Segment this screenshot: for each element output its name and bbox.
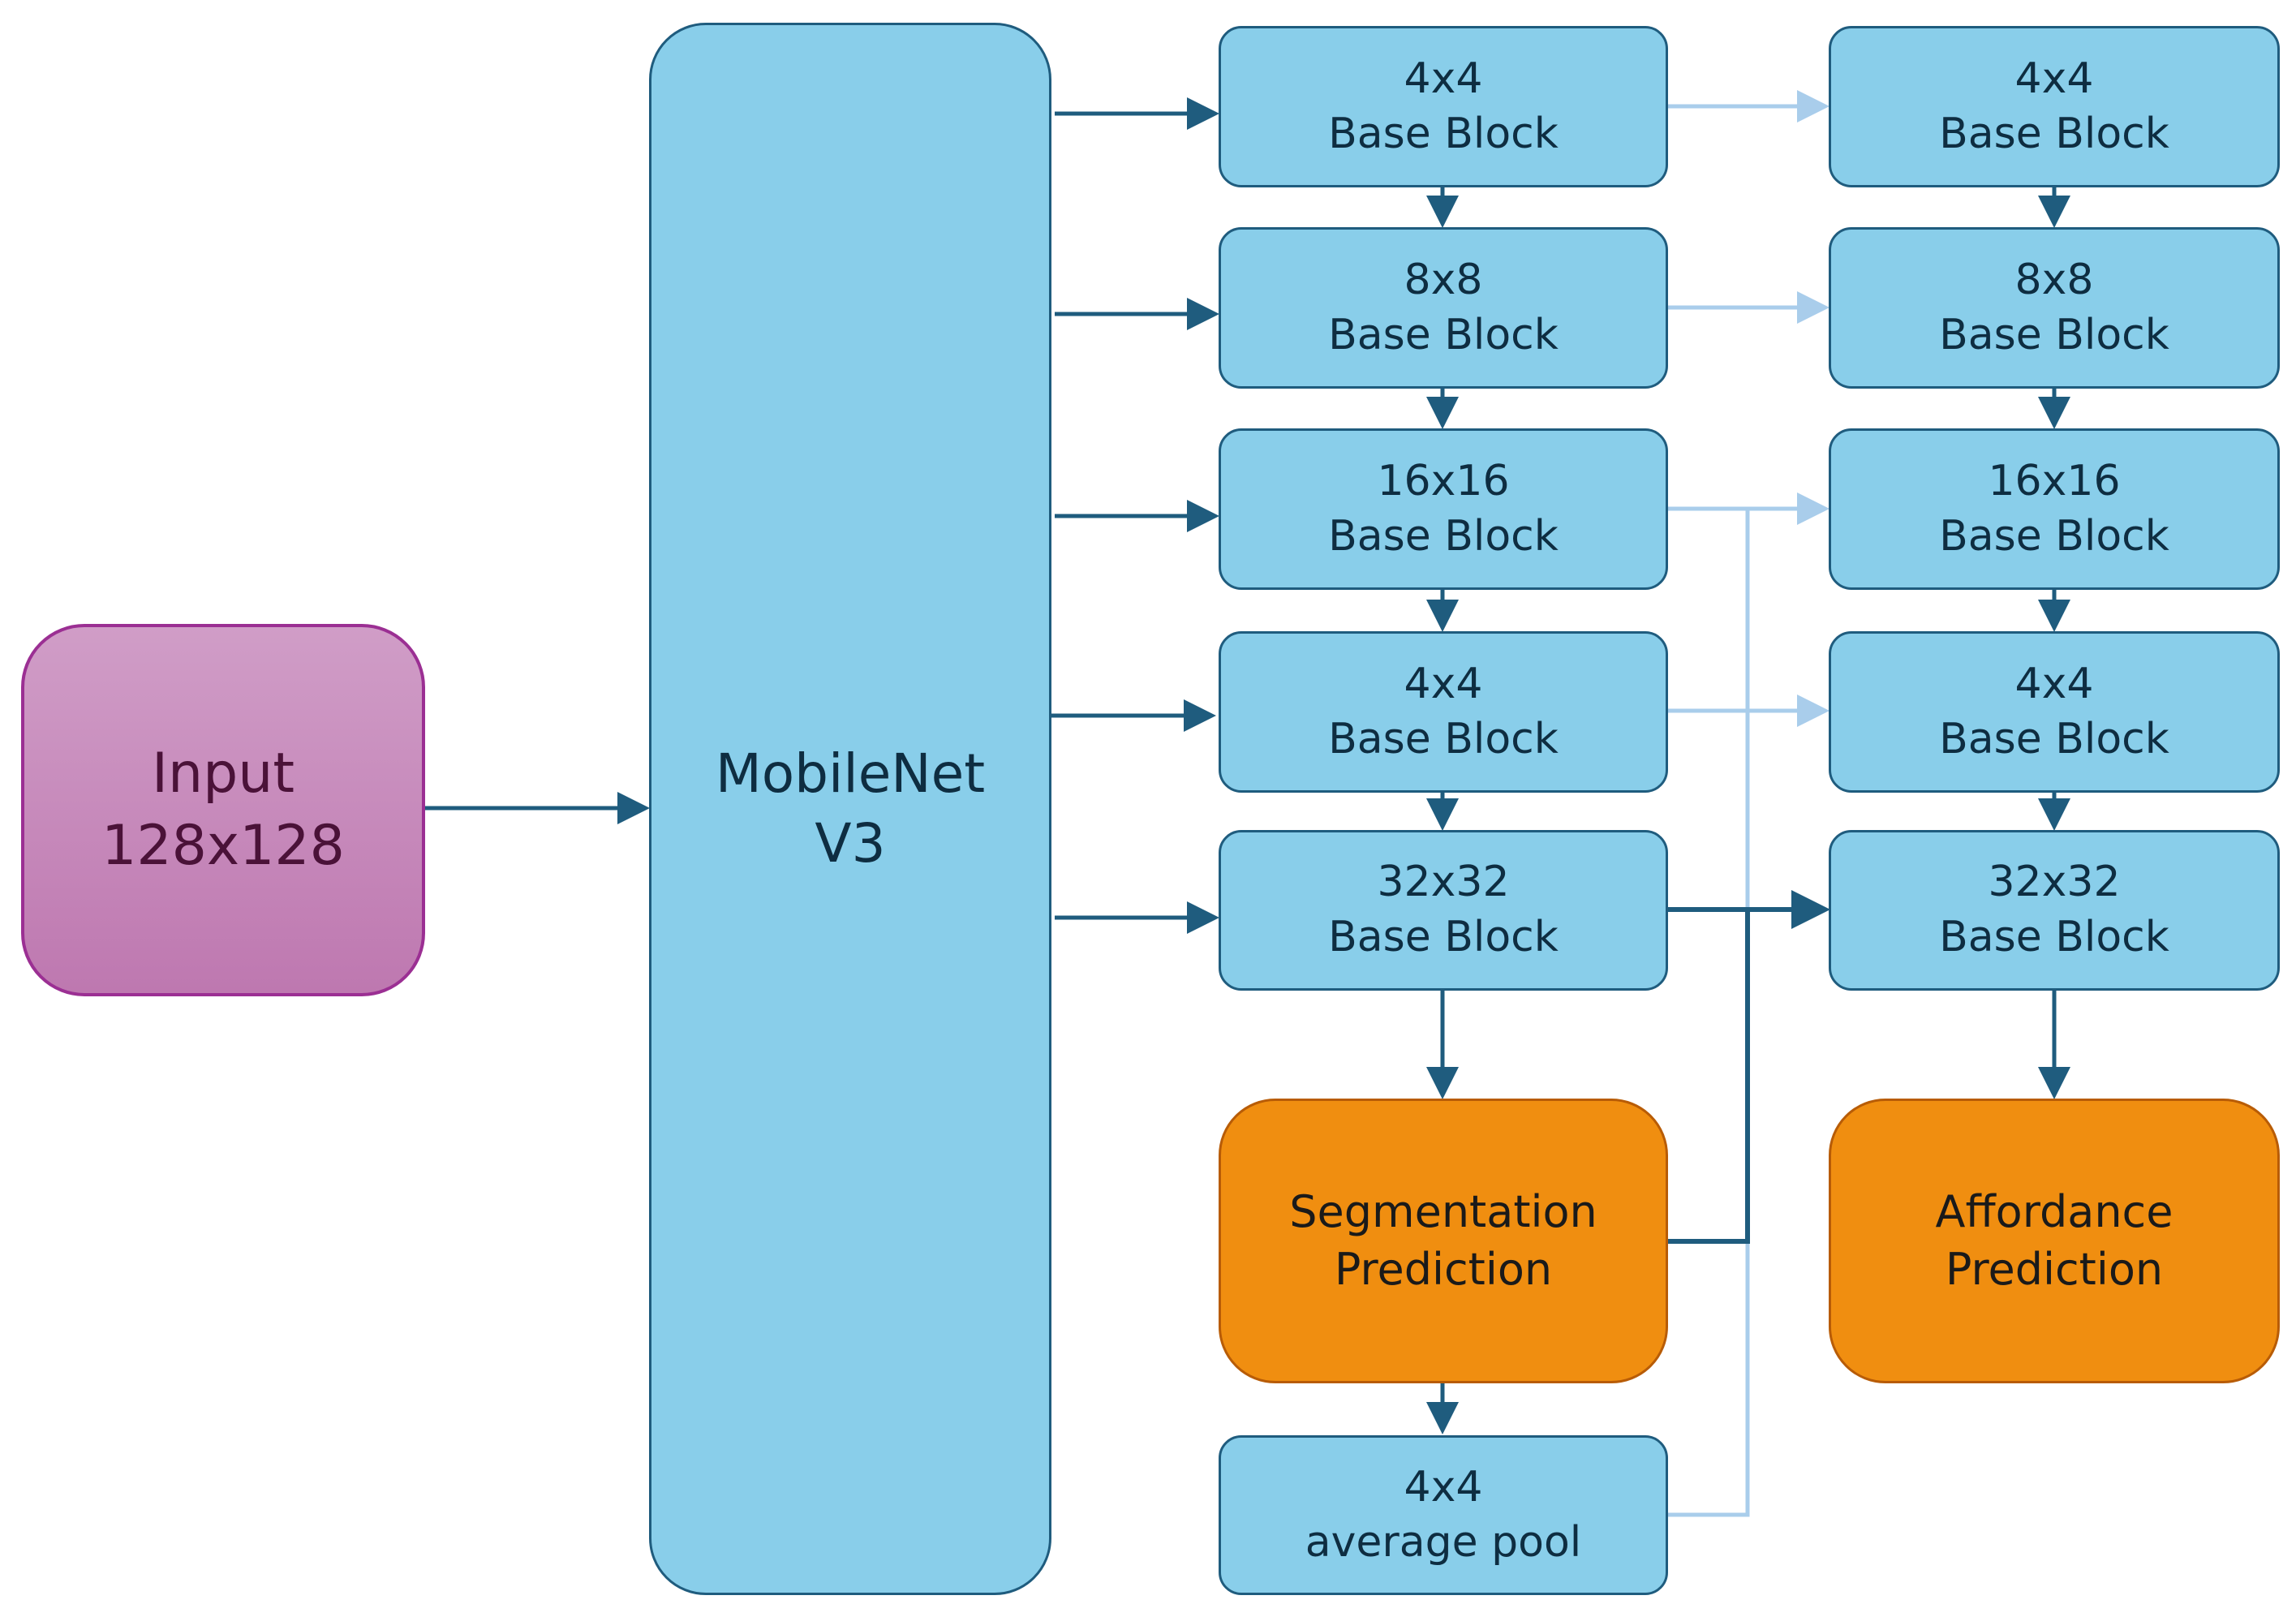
- left-block-3: 16x16 Base Block: [1219, 428, 1668, 590]
- right-block-1: 4x4 Base Block: [1829, 26, 2280, 187]
- pool-size: 4x4: [1404, 1462, 1483, 1512]
- right-block-5: 32x32 Base Block: [1829, 830, 2280, 991]
- block-size: 32x32: [1988, 858, 2121, 907]
- block-size: 16x16: [1988, 456, 2121, 505]
- block-label: Base Block: [1939, 714, 2169, 763]
- prediction-subtitle: Prediction: [1945, 1243, 2164, 1295]
- left-block-5: 32x32 Base Block: [1219, 830, 1668, 991]
- block-label: Base Block: [1328, 714, 1559, 763]
- segmentation-prediction: Segmentation Prediction: [1219, 1099, 1668, 1383]
- block-label: Base Block: [1328, 310, 1559, 359]
- input-node-label: Input: [151, 742, 295, 806]
- left-block-1: 4x4 Base Block: [1219, 26, 1668, 187]
- pool-label: average pool: [1305, 1517, 1582, 1567]
- block-size: 8x8: [2014, 255, 2094, 304]
- block-size: 8x8: [1404, 255, 1483, 304]
- mobilenet-backbone: MobileNet V3: [649, 23, 1051, 1595]
- input-node: Input 128x128: [21, 624, 425, 996]
- block-label: Base Block: [1328, 913, 1559, 961]
- left-block-4: 4x4 Base Block: [1219, 631, 1668, 793]
- affordance-prediction: Affordance Prediction: [1829, 1099, 2280, 1383]
- block-size: 4x4: [2014, 54, 2094, 103]
- block-size: 4x4: [1404, 659, 1483, 708]
- block-label: Base Block: [1939, 511, 2169, 561]
- right-block-3: 16x16 Base Block: [1829, 428, 2280, 590]
- block-size: 16x16: [1377, 456, 1510, 505]
- prediction-subtitle: Prediction: [1334, 1243, 1553, 1295]
- right-block-4: 4x4 Base Block: [1829, 631, 2280, 793]
- backbone-version: V3: [815, 812, 886, 875]
- block-label: Base Block: [1328, 109, 1559, 158]
- block-size: 32x32: [1377, 858, 1510, 907]
- average-pool-block: 4x4 average pool: [1219, 1435, 1668, 1595]
- block-size: 4x4: [1404, 54, 1483, 103]
- connector-pool-feedback: [1668, 509, 1750, 1517]
- prediction-title: Segmentation: [1289, 1186, 1597, 1238]
- backbone-name: MobileNet: [715, 742, 986, 806]
- connector-segmentation-feedback: [1668, 910, 1750, 1244]
- left-block-2: 8x8 Base Block: [1219, 227, 1668, 389]
- right-block-2: 8x8 Base Block: [1829, 227, 2280, 389]
- input-node-size: 128x128: [101, 813, 345, 878]
- block-label: Base Block: [1939, 913, 2169, 961]
- block-size: 4x4: [2014, 659, 2094, 708]
- prediction-title: Affordance: [1935, 1186, 2173, 1238]
- block-label: Base Block: [1328, 511, 1559, 561]
- block-label: Base Block: [1939, 310, 2169, 359]
- block-label: Base Block: [1939, 109, 2169, 158]
